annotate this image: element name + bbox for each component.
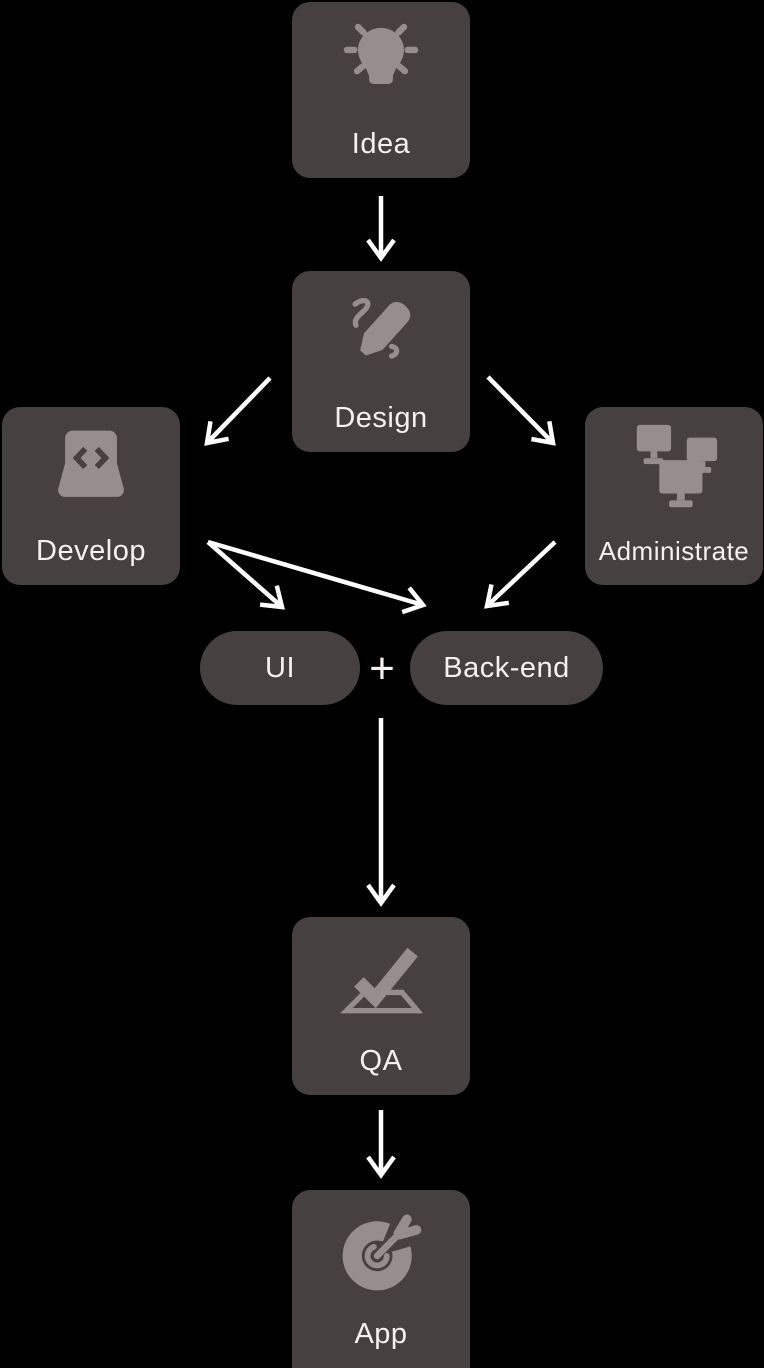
arrow-idea-to-design: [366, 196, 396, 262]
arrow-design-to-administrate: [486, 375, 556, 446]
arrow-develop-to-ui: [206, 540, 285, 610]
pill-label: UI: [265, 651, 295, 684]
plus-sign: +: [369, 644, 395, 693]
node-design: Design: [292, 271, 470, 452]
arrow-develop-to-backend: [207, 539, 427, 615]
node-label: Administrate: [598, 536, 750, 566]
node-label: App: [354, 1318, 408, 1350]
arrow-pills-to-qa: [366, 718, 396, 907]
node-administrate: Administrate: [585, 407, 763, 585]
node-label: QA: [359, 1045, 403, 1077]
node-app: App: [292, 1190, 470, 1368]
node-label: Idea: [351, 128, 411, 160]
laptop-code-icon: [58, 430, 124, 497]
network-monitors-icon: [636, 424, 718, 508]
node-develop: Develop: [2, 407, 180, 585]
arrow-design-to-develop: [204, 376, 272, 446]
node-idea: Idea: [292, 2, 470, 178]
arrow-administrate-to-backend: [484, 540, 557, 609]
pill-ui: UI: [200, 631, 360, 705]
node-label: Develop: [36, 535, 146, 567]
arrow-qa-to-app: [366, 1110, 396, 1179]
lightbulb-icon: [343, 23, 419, 84]
pill-label: Back-end: [443, 651, 570, 684]
checkmark-tray-icon: [340, 947, 424, 1014]
dart-target-icon: [342, 1214, 422, 1291]
pencil-scribble-icon: [352, 297, 411, 359]
node-label: Design: [334, 402, 428, 434]
node-qa: QA: [292, 917, 470, 1095]
pill-backend: Back-end: [410, 631, 603, 705]
